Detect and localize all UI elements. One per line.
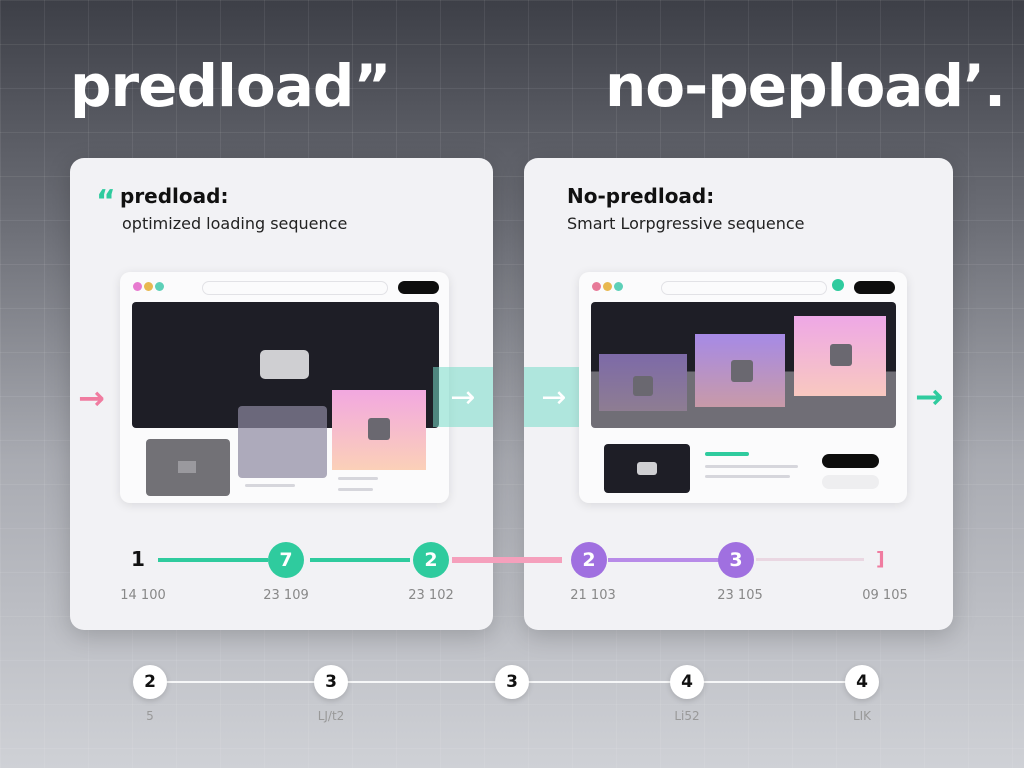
no-predload-subtitle: Smart Lorpgressive sequence xyxy=(567,214,805,233)
window-dot-icon xyxy=(144,282,153,291)
timeline-line xyxy=(158,558,268,562)
bottom-step: 3 xyxy=(495,665,529,699)
image-placeholder xyxy=(599,354,687,411)
bottom-label: LJ/t2 xyxy=(317,709,345,723)
step-label: 23 109 xyxy=(263,588,309,603)
teal-arrow-icon: → xyxy=(524,367,584,427)
bottom-label: LIK xyxy=(852,709,872,723)
bottom-step: 2 xyxy=(133,665,167,699)
accent-line xyxy=(705,452,749,456)
step-circle: 2 xyxy=(413,542,449,578)
step-label: 23 102 xyxy=(408,588,454,603)
window-dot-icon xyxy=(603,282,612,291)
quote-icon: “ xyxy=(96,184,116,219)
browser-mock-right xyxy=(579,272,907,503)
url-bar xyxy=(202,281,388,295)
image-placeholder xyxy=(146,439,230,496)
window-dot-icon xyxy=(133,282,142,291)
url-bar xyxy=(661,281,827,295)
teal-arrow-icon: → xyxy=(433,367,493,427)
no-predload-heading: No-predload: xyxy=(567,184,715,208)
step-label: 09 105 xyxy=(862,588,908,603)
predload-subtitle: optimized loading sequence xyxy=(122,214,348,233)
image-placeholder xyxy=(332,390,426,470)
window-dot-icon xyxy=(614,282,623,291)
window-dot-icon xyxy=(592,282,601,291)
step-circle: 3 xyxy=(718,542,754,578)
step-circle: 2 xyxy=(571,542,607,578)
browser-button xyxy=(398,281,439,294)
pink-arrow-icon: → xyxy=(78,379,105,417)
step-circle: 7 xyxy=(268,542,304,578)
browser-button xyxy=(854,281,895,294)
bottom-step: 4 xyxy=(670,665,704,699)
step-label: 21 103 xyxy=(570,588,616,603)
bottom-label: 5 xyxy=(146,709,154,723)
teal-arrow-icon: → xyxy=(915,377,944,417)
image-placeholder xyxy=(695,334,785,407)
image-placeholder xyxy=(238,406,327,478)
timeline-line xyxy=(608,558,720,562)
text-line xyxy=(705,475,790,478)
text-line xyxy=(338,477,378,480)
bottom-label: Li52 xyxy=(674,709,700,723)
text-line xyxy=(705,465,798,468)
pink-connector-arrow xyxy=(452,557,562,563)
right-title: no-pepload’. xyxy=(605,52,1006,120)
window-dot-icon xyxy=(155,282,164,291)
timeline-line xyxy=(310,558,410,562)
timeline-line xyxy=(756,558,864,561)
image-placeholder xyxy=(794,316,886,396)
secondary-button xyxy=(822,475,879,489)
text-line xyxy=(338,488,373,491)
bottom-step: 4 xyxy=(845,665,879,699)
step-end-marker: ] xyxy=(876,548,885,570)
image-placeholder xyxy=(604,444,690,493)
step-label: 23 105 xyxy=(717,588,763,603)
status-dot-icon xyxy=(832,279,844,291)
text-line xyxy=(245,484,295,487)
left-title: predload” xyxy=(70,52,391,120)
cta-button xyxy=(822,454,879,468)
browser-mock-left xyxy=(120,272,449,503)
predload-heading: predload: xyxy=(120,184,229,208)
step-value: 1 xyxy=(131,547,145,571)
bottom-step: 3 xyxy=(314,665,348,699)
step-label: 14 100 xyxy=(120,588,166,603)
